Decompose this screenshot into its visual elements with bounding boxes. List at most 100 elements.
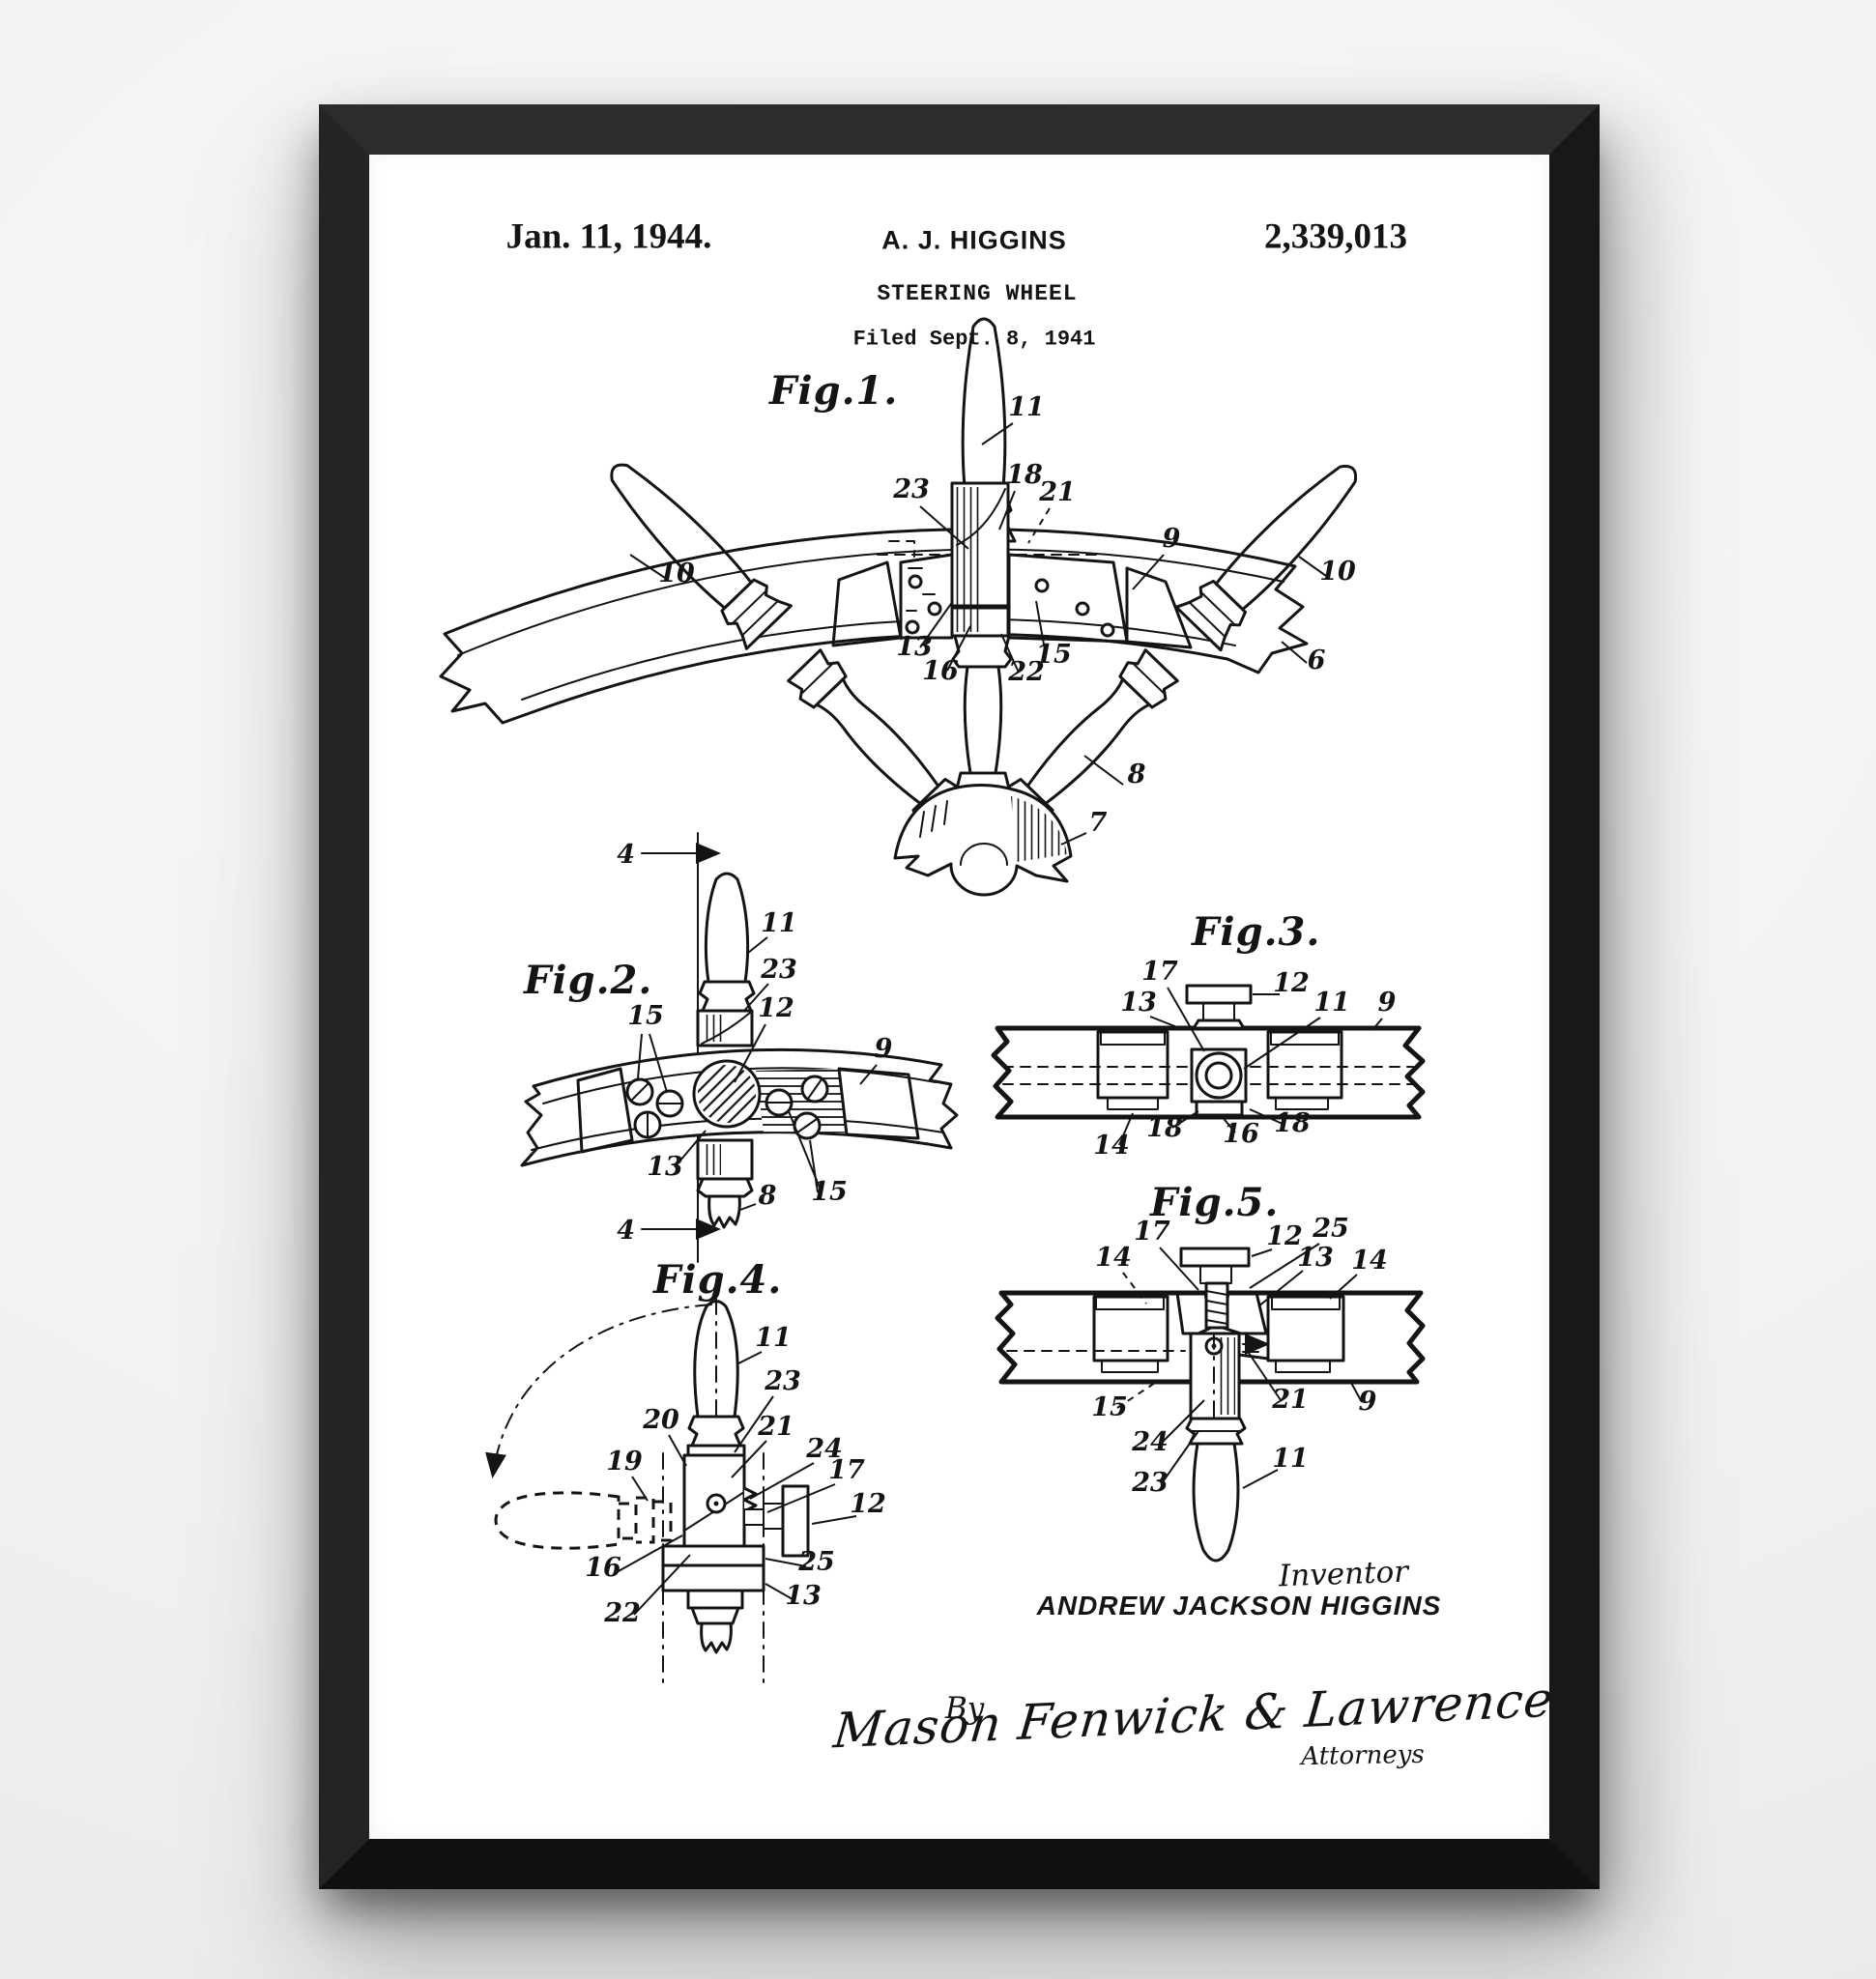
callout-21: 21 (1271, 1385, 1309, 1415)
wheel-rim (439, 528, 1309, 725)
handle-above-rim (696, 872, 756, 1047)
leader-line (1167, 987, 1205, 1052)
callout-18: 18 (1274, 1108, 1311, 1138)
hanging-handle (1185, 1417, 1247, 1563)
by-label: By (945, 1691, 985, 1726)
leader-line (743, 983, 769, 1012)
patent-number: 2,339,013 (1264, 216, 1407, 257)
leader-line (1220, 1114, 1236, 1133)
leader-line (739, 1203, 757, 1211)
leader-line (1060, 832, 1087, 846)
leader-line (809, 1139, 819, 1193)
callout-16: 16 (1223, 1119, 1259, 1149)
leader-line (1149, 1016, 1178, 1028)
callout-19: 19 (606, 1447, 643, 1477)
folded-handle-ghost (494, 1491, 673, 1550)
hatched-blocks (1096, 1030, 1343, 1110)
leader-line (668, 1434, 687, 1467)
figure-label: Fig.3. (1191, 909, 1320, 955)
leader-line (737, 1351, 763, 1364)
leader-line (1251, 1248, 1273, 1257)
callout-24: 24 (1131, 1427, 1169, 1457)
leader-line (946, 625, 971, 672)
callout-23: 23 (760, 955, 797, 985)
leader-line (1161, 1399, 1205, 1444)
hatched-blocks (1092, 1295, 1345, 1373)
patent-title: STEERING WHEEL (877, 281, 1078, 306)
wheel-hub (893, 783, 1073, 897)
callout-18: 18 (1146, 1113, 1183, 1143)
leader-line (734, 1395, 774, 1453)
section-marker-label: 4 (617, 1216, 635, 1246)
callout-14: 14 (1093, 1131, 1130, 1161)
leader-line (1118, 1112, 1134, 1146)
plate-screws (625, 1075, 829, 1140)
callout-25: 25 (797, 1547, 835, 1577)
clamp-bars (661, 1544, 765, 1654)
callout-9: 9 (1378, 988, 1397, 1018)
center-lock-housing (950, 481, 1013, 669)
leader-line (674, 1130, 707, 1168)
upright-handle (686, 1298, 746, 1457)
leader-line (1243, 1017, 1321, 1070)
callout-15: 15 (627, 1001, 664, 1031)
leader-line (981, 422, 1014, 445)
leader-line (1159, 1247, 1199, 1291)
patent-inventor-header: A. J. HIGGINS (881, 225, 1067, 255)
lock-knob-circle (692, 1059, 762, 1129)
leader-line (1171, 1110, 1199, 1129)
patent-filed-date: Filed Sept. 8, 1941 (852, 327, 1096, 352)
leader-line (637, 1033, 643, 1079)
leader-line (1281, 641, 1308, 664)
callout-20: 20 (642, 1405, 679, 1435)
leader-line (766, 1483, 836, 1513)
leader-line (1242, 1469, 1279, 1489)
leader-line (1249, 1108, 1284, 1125)
callout-9: 9 (875, 1034, 893, 1064)
callout-17: 17 (1141, 957, 1178, 987)
leader-line (734, 1023, 766, 1083)
callout-7: 7 (1089, 808, 1108, 838)
callout-23: 23 (1131, 1468, 1169, 1498)
inventor-label: Inventor (1278, 1554, 1409, 1594)
callout-8: 8 (1127, 760, 1146, 789)
leader-line (749, 1462, 815, 1500)
callout-8: 8 (758, 1181, 777, 1211)
patent-date: Jan. 11, 1944. (505, 216, 712, 257)
leader-line (1371, 1018, 1383, 1031)
leader-line (633, 1554, 691, 1616)
leader-line (747, 936, 768, 954)
leader-line (998, 490, 1016, 531)
callout-13: 13 (785, 1581, 822, 1611)
callout-12: 12 (758, 993, 794, 1023)
callout-11: 11 (761, 908, 797, 938)
callout-10: 10 (1319, 557, 1356, 587)
leader-line (1350, 1382, 1363, 1403)
callout-24: 24 (805, 1434, 843, 1464)
latch-block (1190, 1047, 1248, 1117)
callout-16: 16 (585, 1553, 621, 1583)
callout-21: 21 (1038, 477, 1076, 507)
thumb-knob (1185, 984, 1253, 1030)
leader-line (1132, 554, 1165, 590)
callout-12: 12 (1273, 968, 1310, 998)
callout-13: 13 (1120, 988, 1157, 1018)
inventor-name: ANDREW JACKSON HIGGINS (1036, 1591, 1442, 1620)
figure-label: Fig.2. (523, 958, 652, 1003)
callout-15: 15 (811, 1177, 848, 1207)
leader-line (1116, 1380, 1159, 1409)
callout-9: 9 (1163, 524, 1181, 554)
pivot-channel (1189, 1332, 1270, 1420)
attorneys-label: Attorneys (1301, 1739, 1425, 1772)
callout-13: 13 (1297, 1243, 1334, 1273)
callout-13: 13 (647, 1152, 683, 1182)
leader-line (631, 1476, 649, 1502)
leader-line (919, 505, 969, 550)
callout-12: 12 (1266, 1221, 1303, 1251)
callout-17: 17 (828, 1455, 865, 1485)
